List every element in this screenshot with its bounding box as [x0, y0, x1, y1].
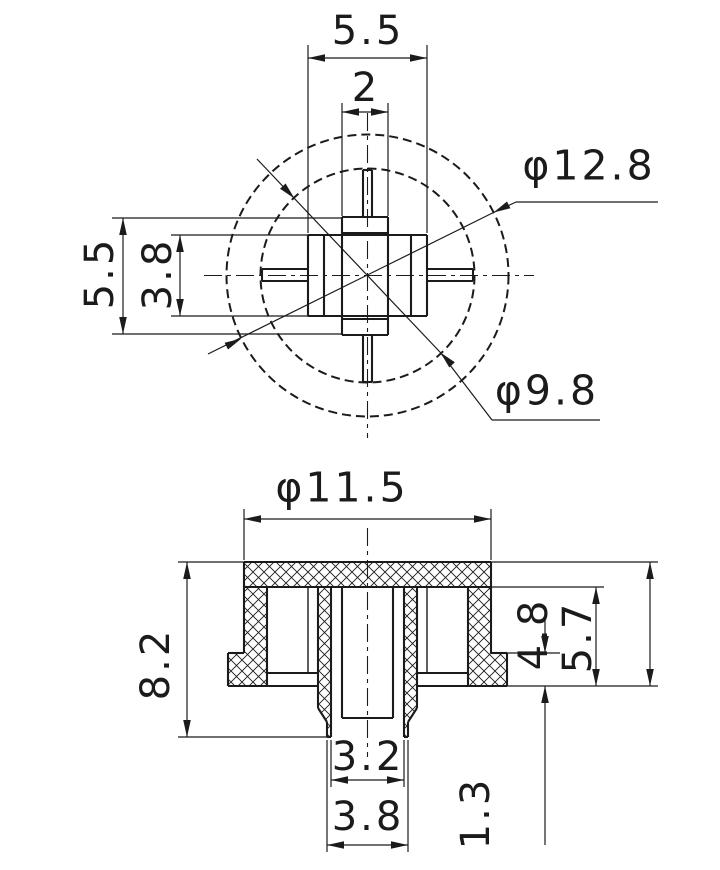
- dim-top-arm-height-label: 3.8: [135, 237, 181, 311]
- dim-top-overall-height-label: 5.5: [77, 236, 123, 310]
- dim-top-slot-width-label: 2: [351, 65, 381, 111]
- dim-skirt-height-label: 5.7: [555, 600, 601, 674]
- inner-diameter-label: φ9.8: [494, 366, 600, 415]
- dim-stem-width-label: 3.8: [331, 794, 405, 840]
- dim-inner-depth-label: 4.8: [511, 597, 557, 671]
- dim-hole-width-label: 3.2: [331, 734, 405, 780]
- dim-total-height-label: 8.2: [133, 627, 179, 701]
- flange-diameter-label: φ11.5: [275, 463, 409, 512]
- outer-diameter-label: φ12.8: [522, 141, 656, 190]
- dim-top-overall-width-label: 5.5: [331, 8, 405, 54]
- dim-step-height-label: 1.3: [453, 776, 499, 850]
